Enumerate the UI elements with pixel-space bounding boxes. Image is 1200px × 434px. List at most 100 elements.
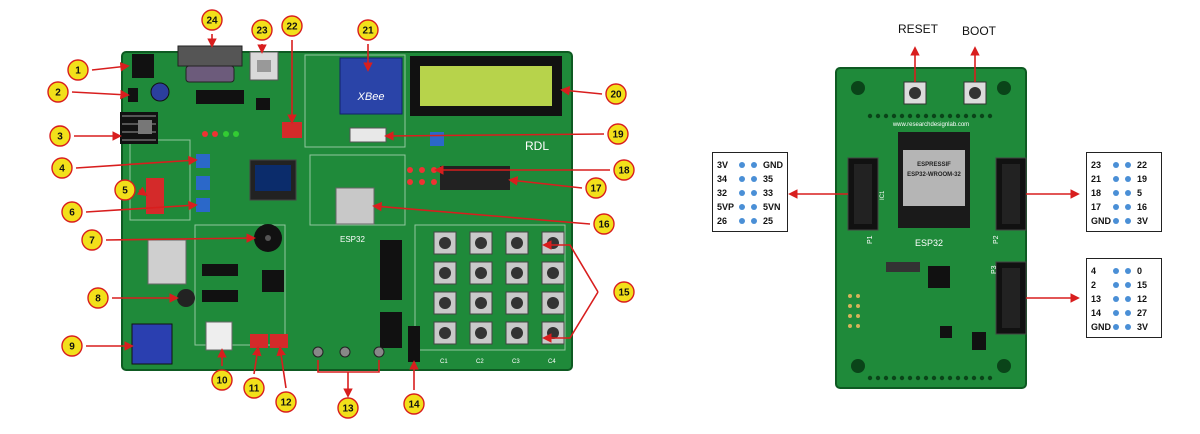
keypad-key-cap xyxy=(475,327,487,339)
pin-hole xyxy=(963,113,969,119)
terminal-block xyxy=(131,323,173,365)
callout-badge-22 xyxy=(281,15,303,37)
audio-jack xyxy=(177,289,195,307)
pin-label-left: 34 xyxy=(717,174,728,184)
pin-label-right: 22 xyxy=(1137,160,1148,170)
callout-number-15: 15 xyxy=(618,288,630,299)
pin-label-right: 3V xyxy=(1137,216,1149,226)
callout-number-10: 10 xyxy=(216,376,228,387)
capacitor xyxy=(150,82,170,102)
p2-label: P2 xyxy=(993,235,1000,244)
pin-dot xyxy=(1113,204,1119,210)
pin-dot xyxy=(1125,324,1131,330)
pin-label-left: 5VP xyxy=(717,202,735,212)
pin-hole xyxy=(971,375,977,381)
p1-label: P1 xyxy=(867,235,874,244)
reset-label: RESET xyxy=(898,22,939,36)
keypad-key-cap xyxy=(511,327,523,339)
esp32-module xyxy=(335,187,375,225)
pin-row: GND 3V xyxy=(1087,321,1161,334)
callout-badge-1 xyxy=(67,59,89,81)
callout-badge-9 xyxy=(61,335,83,357)
pin-label-left: 21 xyxy=(1091,174,1102,184)
callout-number-9: 9 xyxy=(69,342,75,353)
callout-badge-13 xyxy=(337,397,359,419)
pin-dot xyxy=(1113,310,1119,316)
pin-row: GND 3V xyxy=(1087,215,1161,228)
pin-label-right: 33 xyxy=(763,188,774,198)
pin-label-left: GND xyxy=(1091,322,1111,332)
callout-number-16: 16 xyxy=(598,220,610,231)
keypad-col-label: C3 xyxy=(512,359,520,365)
pin-label-right: 3V xyxy=(1137,322,1149,332)
dev-board: XBee RDL ESP32 xyxy=(120,45,573,371)
callout-arrow-16 xyxy=(372,201,591,225)
dip-switch-8 xyxy=(146,178,164,214)
pin-hole xyxy=(907,113,913,119)
callout-number-19: 19 xyxy=(612,130,624,141)
pin-hole xyxy=(939,375,945,381)
xbee-text: XBee xyxy=(357,91,385,103)
callout-number-21: 21 xyxy=(362,26,374,37)
pin-label-right: 35 xyxy=(763,174,774,184)
pin-hole xyxy=(931,113,937,119)
pin-hole xyxy=(971,113,977,119)
lcd-display xyxy=(410,56,562,116)
pin-label-right: 0 xyxy=(1137,266,1143,276)
callout-badge-12 xyxy=(275,391,297,413)
callout-arrow-7 xyxy=(105,233,256,243)
pin-dot xyxy=(1125,190,1131,196)
pin-hole xyxy=(867,375,873,381)
pin-hole xyxy=(883,375,889,381)
keypad-col-label: C2 xyxy=(476,359,484,365)
db9-connector xyxy=(177,45,243,83)
keypad-key-cap xyxy=(547,237,559,249)
callout-badge-15 xyxy=(613,281,635,303)
potentiometer xyxy=(430,132,444,146)
callout-badge-3 xyxy=(49,125,71,147)
sd-card-slot xyxy=(205,321,233,351)
callout-badge-11 xyxy=(243,377,265,399)
dip-switch-12 xyxy=(270,334,288,348)
pin-hole xyxy=(875,375,881,381)
keypad-key-cap xyxy=(439,297,451,309)
pin-dot xyxy=(751,204,757,210)
keypad-key-cap xyxy=(547,297,559,309)
pin-hole xyxy=(899,375,905,381)
pin-dot xyxy=(1113,162,1119,168)
pin-dot xyxy=(1113,218,1119,224)
callout-badge-2 xyxy=(47,81,69,103)
callout-arrow-6 xyxy=(85,200,198,213)
keypad-key-cap xyxy=(439,237,451,249)
pin-hole xyxy=(987,113,993,119)
keypad-key-cap xyxy=(475,297,487,309)
callout-number-3: 3 xyxy=(57,132,63,143)
pin-label-left: GND xyxy=(1091,216,1111,226)
pin-hole xyxy=(915,375,921,381)
callout-arrow-1 xyxy=(91,62,130,72)
trimpot-2 xyxy=(196,176,210,190)
pin-dot xyxy=(1125,162,1131,168)
callout-badge-16 xyxy=(593,213,615,235)
pin-dot xyxy=(1125,310,1131,316)
callout-badge-20 xyxy=(605,83,627,105)
pin-hole xyxy=(947,375,953,381)
pin-dot xyxy=(1113,324,1119,330)
boot-label: BOOT xyxy=(962,24,997,38)
callout-badge-18 xyxy=(613,159,635,181)
callout-number-2: 2 xyxy=(55,88,61,99)
pin-label-right: 27 xyxy=(1137,308,1148,318)
pin-label-left: 3V xyxy=(717,160,729,170)
callout-number-1: 1 xyxy=(75,66,81,77)
callout-arrow-11 xyxy=(252,346,262,375)
pin-hole xyxy=(979,113,985,119)
pin-label-left: 4 xyxy=(1091,266,1097,276)
bracket-lines xyxy=(317,240,599,398)
pin-label-right: 16 xyxy=(1137,202,1148,212)
pin-dot xyxy=(751,218,757,224)
